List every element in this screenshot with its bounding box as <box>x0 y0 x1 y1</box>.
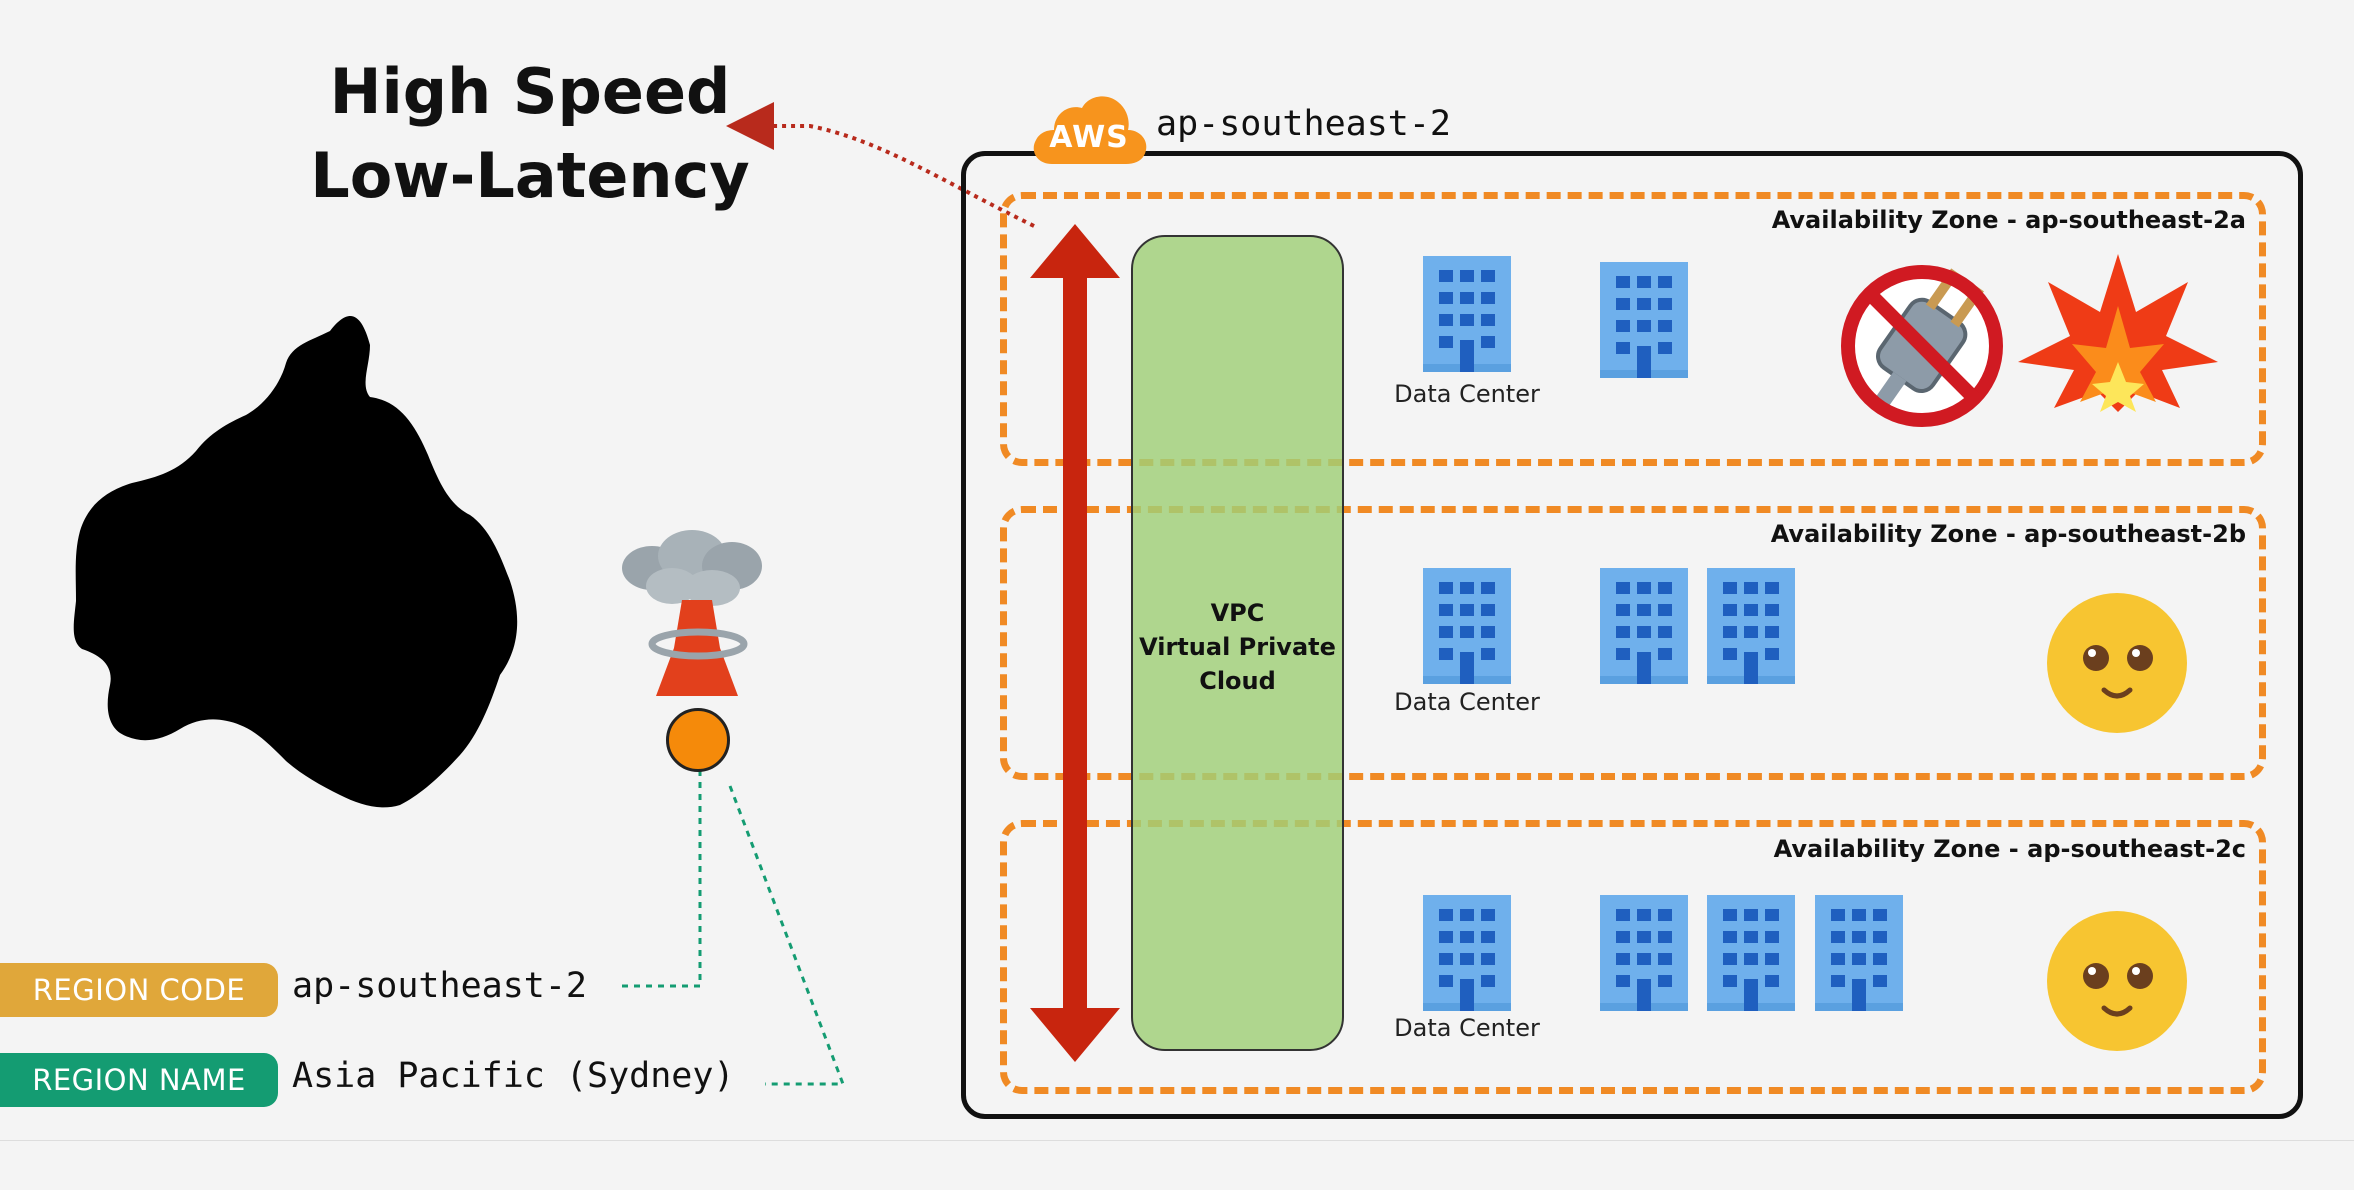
data-center-label-c: Data Center <box>1394 1014 1540 1042</box>
az-a-label: Availability Zone - ap-southeast-2a <box>1771 206 2246 234</box>
region-code-value: ap-southeast-2 <box>292 966 588 1006</box>
sydney-location-dot <box>666 708 730 772</box>
vpc-label: VPC Virtual Private Cloud <box>1131 596 1344 698</box>
building-icon <box>1600 568 1688 684</box>
building-icon <box>1423 895 1511 1011</box>
aws-cloud-icon <box>1033 96 1147 164</box>
availability-zone-c <box>1000 820 2266 1094</box>
region-name-badge: REGION NAME <box>0 1053 278 1107</box>
region-code-connector <box>618 770 702 988</box>
building-icon <box>1815 895 1903 1011</box>
vpc-label-line1: VPC <box>1210 599 1265 627</box>
vpc-block <box>1131 235 1344 1051</box>
vpc-label-line2: Virtual Private <box>1139 633 1336 661</box>
data-center-label-a: Data Center <box>1394 380 1540 408</box>
bottom-divider <box>0 1140 2354 1141</box>
building-icon <box>1600 895 1688 1011</box>
smiley-face-icon <box>2047 911 2187 1051</box>
volcano-icon <box>622 530 762 696</box>
headline-line2: Low-Latency <box>310 139 750 212</box>
az-b-label: Availability Zone - ap-southeast-2b <box>1770 520 2246 548</box>
australia-map-icon <box>73 316 518 808</box>
az-c-label: Availability Zone - ap-southeast-2c <box>1773 835 2246 863</box>
smiley-face-icon <box>2047 593 2187 733</box>
building-icon <box>1600 262 1688 378</box>
building-icon <box>1707 895 1795 1011</box>
building-icon <box>1707 568 1795 684</box>
headline: High Speed Low-Latency <box>300 50 760 218</box>
region-code-badge: REGION CODE <box>0 963 278 1017</box>
availability-zone-b <box>1000 506 2266 780</box>
explosion-icon <box>2018 254 2218 412</box>
availability-zone-a <box>1000 192 2266 466</box>
region-name-value: Asia Pacific (Sydney) <box>292 1056 735 1096</box>
headline-line1: High Speed <box>329 55 731 128</box>
no-power-plug-icon <box>1841 265 2003 427</box>
region-name-connector <box>728 785 846 1086</box>
region-title: ap-southeast-2 <box>1156 104 1452 144</box>
double-arrow-icon <box>1030 224 1120 1062</box>
region-container <box>961 151 2303 1119</box>
aws-logo-text: AWS <box>1049 120 1129 155</box>
vpc-label-line3: Cloud <box>1199 667 1276 695</box>
building-icon <box>1423 256 1511 372</box>
data-center-label-b: Data Center <box>1394 688 1540 716</box>
building-icon <box>1423 568 1511 684</box>
